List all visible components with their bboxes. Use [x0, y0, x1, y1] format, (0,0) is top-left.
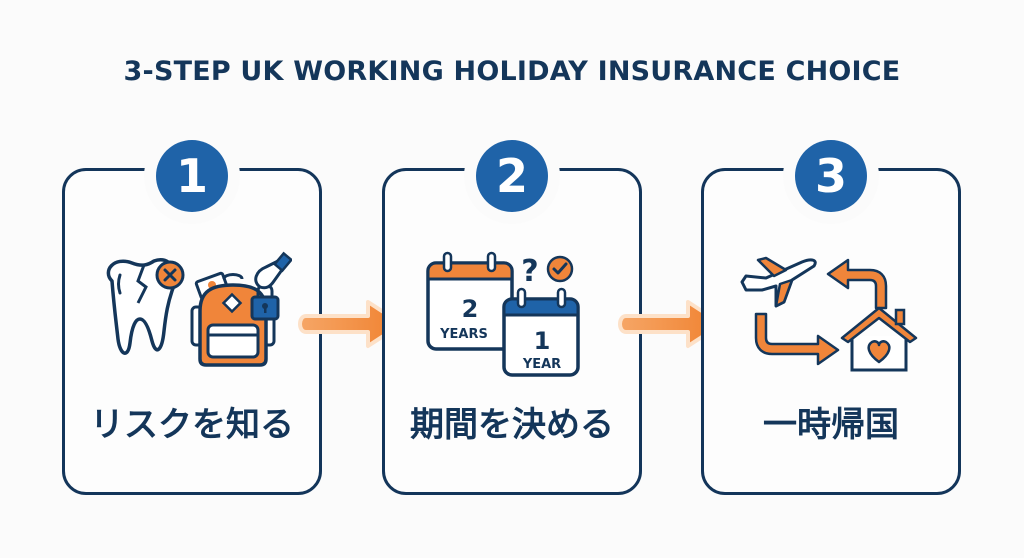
step-number-badge: 1 — [156, 140, 228, 212]
hand-icon — [254, 251, 292, 290]
step-number-badge: 3 — [795, 140, 867, 212]
step-number-badge: 2 — [476, 140, 548, 212]
x-circle-icon — [155, 260, 185, 290]
calendar-icon: 2 YEARS — [426, 251, 514, 351]
return-home-illustration — [704, 241, 958, 381]
step-label: 期間を決める — [410, 405, 614, 445]
risk-illustration — [65, 241, 319, 381]
svg-text:YEAR: YEAR — [522, 357, 561, 372]
svg-text:YEARS: YEARS — [439, 327, 488, 342]
backpack-icon — [190, 273, 276, 367]
svg-text:1: 1 — [534, 327, 551, 355]
duration-illustration: 2 YEARS ? 1 YEAR — [385, 241, 639, 381]
step-card-1: 1 — [62, 140, 322, 495]
cycle-arrows-icon — [754, 258, 888, 366]
home-heart-icon — [840, 306, 918, 372]
step-card-3: 3 一時帰国 — [701, 140, 961, 495]
question-mark-icon: ? — [521, 254, 538, 289]
calendar-icon: 1 YEAR — [502, 287, 580, 377]
step-label: 一時帰国 — [763, 405, 899, 445]
step-card-2: 2 2 YEARS ? 1 — [382, 140, 642, 495]
page-title: 3-STEP UK WORKING HOLIDAY INSURANCE CHOI… — [123, 56, 901, 87]
svg-text:2: 2 — [462, 295, 479, 323]
check-circle-icon — [546, 255, 574, 283]
airplane-icon — [740, 256, 817, 308]
step-label: リスクを知る — [90, 405, 294, 445]
